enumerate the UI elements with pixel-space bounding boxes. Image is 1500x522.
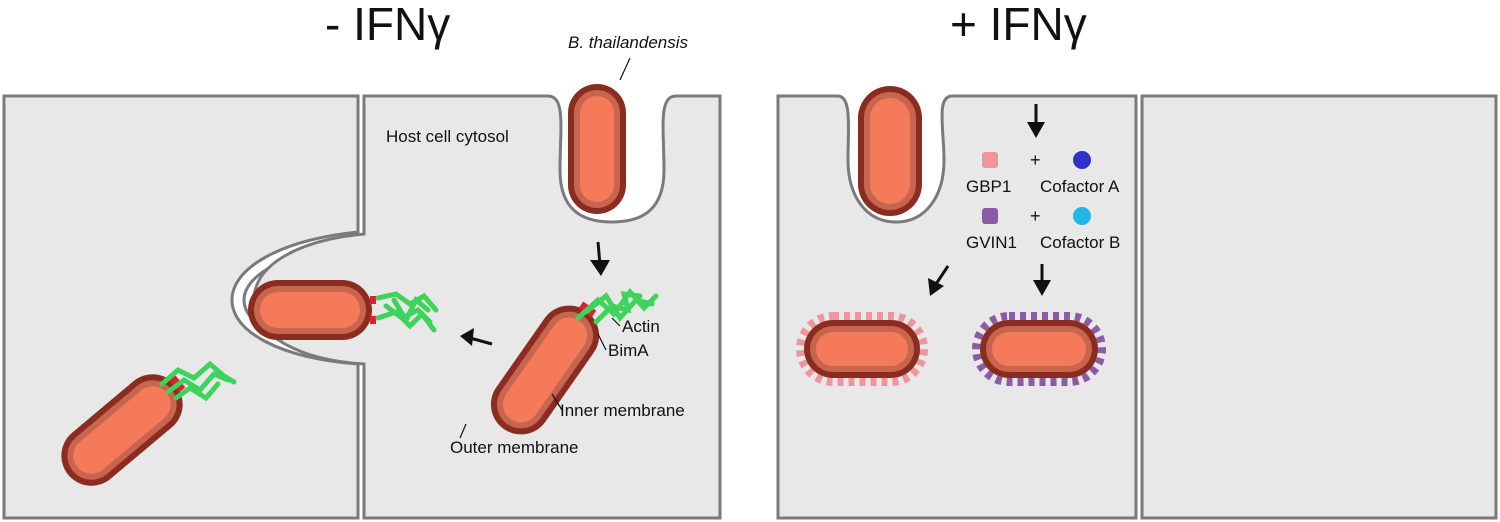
actin-filaments-lower-left: [159, 360, 237, 402]
cofactor-b-label: Cofactor B: [1040, 233, 1120, 252]
bacterium-actin-tail: [490, 287, 659, 435]
bacterium-lower-left: [61, 374, 186, 486]
arrow-down-right-panel: [1033, 264, 1051, 296]
gbp1-label: GBP1: [966, 177, 1011, 196]
plus-sign-2: +: [1030, 206, 1041, 226]
left-panel-title: - IFNγ: [325, 0, 450, 50]
bima-leader: [597, 333, 607, 351]
bima-label: BimA: [608, 341, 649, 360]
host-cell-ifn: [776, 94, 1138, 520]
cofactor-a-swatch: [1073, 151, 1091, 169]
gvin1-label: GVIN1: [966, 233, 1017, 252]
bacterium-gvin1-coated: [972, 312, 1106, 386]
actin-label: Actin: [622, 317, 660, 336]
bacterium-entering-left: [568, 84, 626, 214]
bacterium-gbp1-coated: [796, 312, 928, 386]
arrow-diagonal-right-panel: [928, 265, 950, 296]
cofactor-a-label: Cofactor A: [1040, 177, 1120, 196]
cofactor-b-swatch: [1073, 207, 1091, 225]
bacterium-entering-right: [858, 86, 922, 216]
cytosol-label: Host cell cytosol: [386, 127, 509, 146]
actin-filaments: [575, 287, 659, 325]
outer-membrane-label: Outer membrane: [450, 438, 579, 457]
arrow-down-top-right: [1027, 104, 1045, 138]
arrow-down-left: [590, 241, 610, 276]
bacterium-label: B. thailandensis: [568, 33, 689, 52]
bacterium-protrusion: [248, 280, 376, 340]
outer-membrane-leader: [459, 423, 467, 439]
gbp1-swatch: [982, 152, 998, 168]
plus-sign-1: +: [1030, 150, 1041, 170]
bacterium-leader: [619, 57, 631, 81]
actin-leader: [611, 317, 621, 327]
actin-filaments-protrusion: [375, 291, 439, 333]
neighbour-cell: [1140, 94, 1498, 520]
arrow-left: [460, 328, 493, 346]
gbp1-coat: [796, 312, 928, 386]
right-panel-title: + IFNγ: [950, 0, 1087, 50]
inner-membrane-label: Inner membrane: [560, 401, 685, 420]
gvin1-swatch: [982, 208, 998, 224]
inner-membrane-leader: [551, 393, 563, 411]
